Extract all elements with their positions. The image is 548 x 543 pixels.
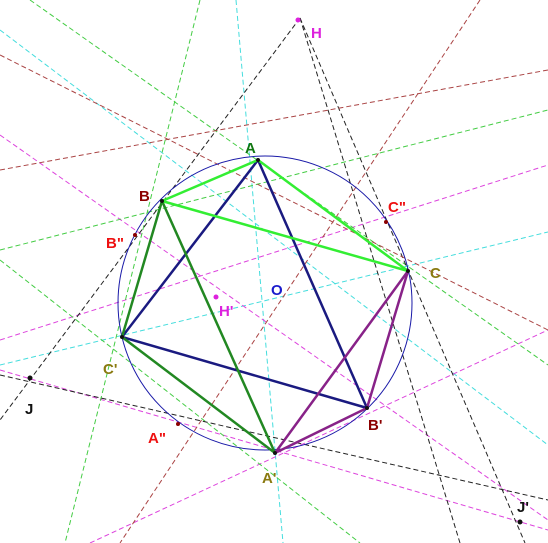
point-b1 <box>365 406 369 410</box>
point-c2 <box>384 220 388 224</box>
brown-line-1 <box>0 54 548 331</box>
point-b2 <box>133 233 137 237</box>
black-line-3 <box>299 17 461 543</box>
segment-c-a1 <box>273 270 410 454</box>
labels: A B C A' B' C' O H H' J J' A" B" C" <box>25 25 529 516</box>
point-a2 <box>176 422 180 426</box>
segment-b-c1 <box>120 200 164 338</box>
segment-c-b1 <box>365 270 410 409</box>
label-c-prime: C' <box>103 361 117 378</box>
segment-b-a1 <box>160 200 277 454</box>
segment-c1-a1 <box>121 336 276 454</box>
cyan-line-1 <box>235 0 284 543</box>
green-line-3 <box>64 0 201 543</box>
point-b <box>160 199 164 203</box>
label-a-prime: A' <box>262 470 276 487</box>
segment-a-c1 <box>121 159 259 338</box>
point-a1 <box>273 451 277 455</box>
black-line-2 <box>299 17 526 543</box>
label-h: H <box>311 25 322 42</box>
black-line-4 <box>0 374 548 501</box>
brown-line-2 <box>0 69 548 171</box>
green-edges <box>120 200 277 454</box>
segment-b1-a1 <box>274 406 368 455</box>
label-o: O <box>271 282 283 299</box>
point-c <box>406 269 410 273</box>
circumcircle <box>117 155 413 451</box>
segment-a-b <box>161 158 259 203</box>
green-line-1 <box>0 109 548 251</box>
label-c-double: C" <box>388 199 406 216</box>
label-h-prime: H' <box>219 303 233 320</box>
point-j1 <box>517 519 523 525</box>
point-j <box>27 375 33 381</box>
point-c1 <box>120 335 124 339</box>
segment-a-b1 <box>256 159 369 409</box>
label-j-prime: J' <box>517 499 529 516</box>
point-h <box>295 17 301 23</box>
segment-a-c <box>257 158 409 273</box>
triangle-abc <box>161 158 409 273</box>
label-a-double: A" <box>148 430 166 447</box>
magenta-line-1 <box>0 164 548 341</box>
cyan-line-3 <box>0 29 548 446</box>
brown-line-3 <box>119 0 481 543</box>
label-c: C <box>430 265 441 282</box>
point-h1 <box>213 294 219 300</box>
label-j: J <box>25 401 33 418</box>
points <box>27 17 523 525</box>
black-line-1 <box>0 17 301 421</box>
label-b-prime: B' <box>368 417 382 434</box>
cyan-line-2 <box>0 231 548 366</box>
segment-c1-b1 <box>121 335 368 410</box>
point-a <box>256 158 260 162</box>
label-a: A <box>245 140 256 157</box>
segment-b-c <box>161 199 409 273</box>
label-b: B <box>139 188 150 205</box>
label-b-double: B" <box>106 235 124 252</box>
triangle-prime <box>121 159 369 410</box>
purple-edges <box>273 270 410 455</box>
magenta-line-2 <box>0 369 548 531</box>
magenta-line-4 <box>89 329 548 543</box>
green-line-4 <box>0 259 361 543</box>
